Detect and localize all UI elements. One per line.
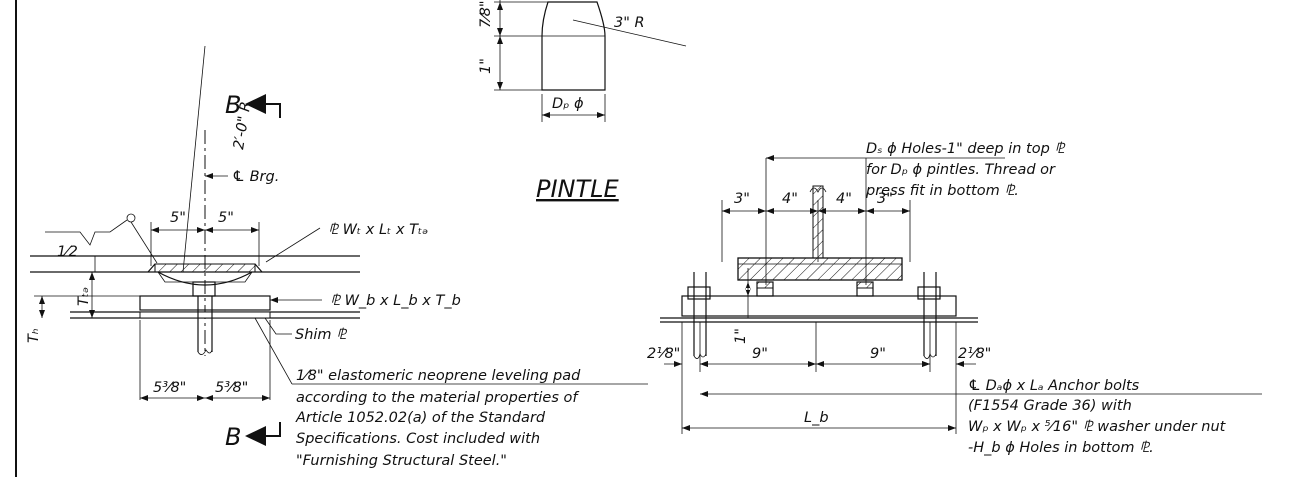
bearing-section: B B ℄ Brg. 2′-0" R 5" 5" 1⁄2 <box>26 45 648 469</box>
dim-5-3-8-right: 5³⁄8" <box>215 380 248 396</box>
anchor-note-line-3: Wₚ x Wₚ x ⁵⁄16" ⅊ washer under nut <box>968 419 1227 435</box>
holes-note-line-1: Dₛ ϕ Holes-1" deep in top ⅊ <box>866 141 1066 157</box>
section-mark-bottom: B <box>225 423 241 451</box>
dim-9in-right: 9" <box>870 346 886 362</box>
pintle-radius-label: 3" R <box>614 15 645 31</box>
dim-5-3-8-left: 5³⁄8" <box>153 380 186 396</box>
dim-top-3: 4" <box>836 191 852 207</box>
holes-note-line-2: for Dₚ ϕ pintles. Thread or <box>866 162 1056 178</box>
pintle-radius-leader <box>572 19 687 47</box>
pad-note-line-1: 1⁄8" elastomeric neoprene leveling pad <box>296 368 581 384</box>
pintle-outline <box>541 1 606 91</box>
shim-label: Shim ⅊ <box>295 327 348 343</box>
edge-dim-left: 2¹⁄8" <box>647 346 680 362</box>
pintle-dim-top: 7⁄8" <box>478 0 494 28</box>
elevation-bottom-plate <box>681 295 957 317</box>
bottom-plate-label: ⅊ W_b x L_b x T_b <box>330 293 461 309</box>
pad-note-line-4: Specifications. Cost included with <box>296 431 540 447</box>
dim-9in-left: 9" <box>752 346 768 362</box>
pintle-diameter-label: Dₚ ϕ <box>552 96 584 112</box>
section-mark-top: B <box>225 91 241 119</box>
pintle-title: PINTLE <box>536 175 620 203</box>
anchor-note-line-2: (F1554 Grade 36) with <box>968 398 1132 414</box>
bearing-elevation: Dₛ ϕ Holes-1" deep in top ⅊ for Dₚ ϕ pin… <box>647 141 1262 456</box>
ttd-label: Tₜₔ <box>76 287 92 306</box>
centerline-label: ℄ Brg. <box>232 169 279 185</box>
dim-5in-left: 5" <box>170 210 186 226</box>
th-label: Tₕ <box>26 328 42 343</box>
section-radius-label: 2′-0" R <box>231 100 254 150</box>
elevation-top-plate <box>737 257 903 281</box>
holes-note-line-3: press fit in bottom ⅊. <box>865 183 1019 199</box>
pad-note-line-3: Article 1052.02(a) of the Standard <box>295 410 546 426</box>
dim-5in-right: 5" <box>218 210 234 226</box>
dim-top-1: 3" <box>734 191 750 207</box>
pad-note-line-5: "Furnishing Structural Steel." <box>296 453 507 469</box>
dim-top-4: 3" <box>877 191 893 207</box>
dim-top-2: 4" <box>782 191 798 207</box>
anchor-note-line-1: ℄ Dₐϕ x Lₐ Anchor bolts <box>968 378 1140 394</box>
edge-dim-right: 2¹⁄8" <box>958 346 991 362</box>
anchor-note-line-4: -H_b ϕ Holes in bottom ⅊. <box>968 440 1154 456</box>
dim-1in: 1" <box>733 328 749 344</box>
pad-note-line-2: according to the material properties of <box>296 390 579 406</box>
top-plate-label: ⅊ Wₜ x Lₜ x Tₜₔ <box>328 222 428 238</box>
pintle-detail: 7⁄8" 1" 3" R Dₚ ϕ PINTLE <box>478 0 687 203</box>
weld-size-label: 1⁄2 <box>57 244 78 260</box>
anchor-nut <box>192 281 216 297</box>
pintle-dim-bottom: 1" <box>478 58 494 74</box>
length-lb-label: L_b <box>804 410 829 426</box>
